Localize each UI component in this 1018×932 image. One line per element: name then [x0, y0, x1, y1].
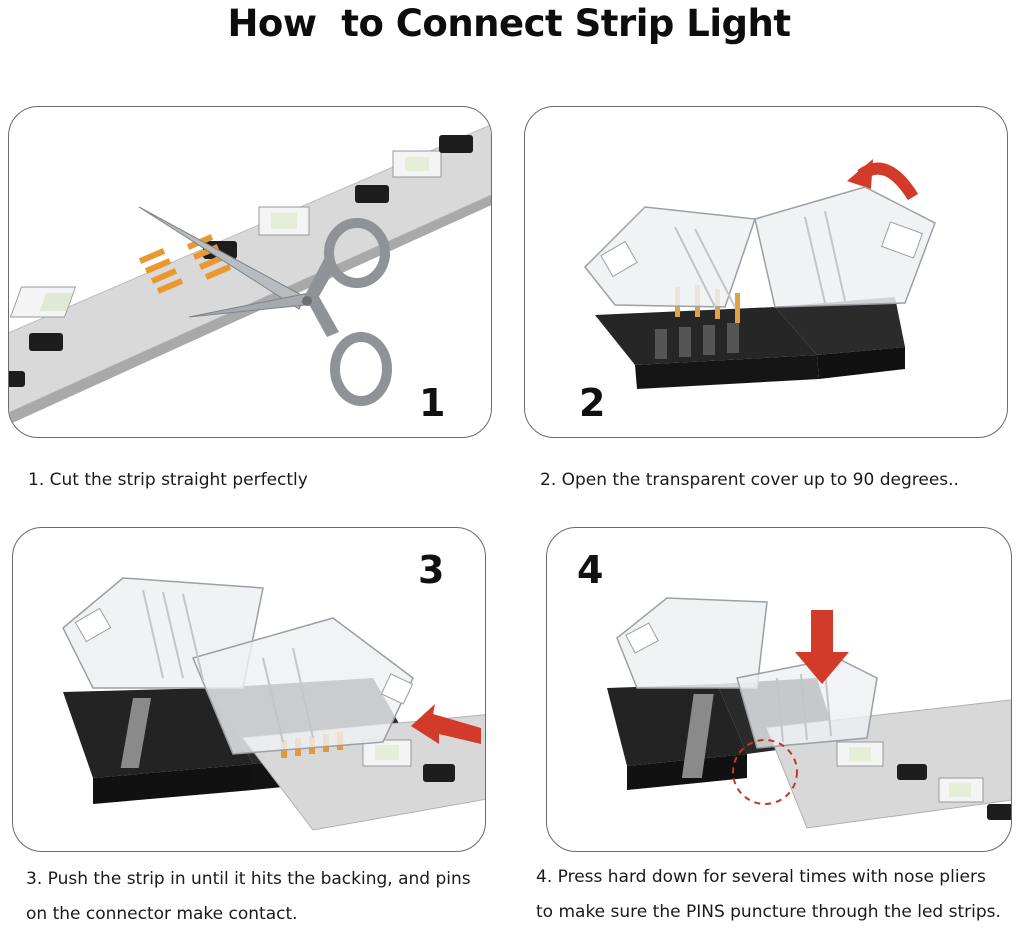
step-3-illustration — [62, 577, 485, 831]
led-chip-icon — [9, 286, 77, 318]
caption-line: 4. Press hard down for several times wit… — [536, 867, 986, 887]
resistor-icon — [29, 333, 63, 351]
page-title: How to Connect Strip Light — [227, 2, 791, 45]
step-3-panel: 3 — [12, 527, 486, 852]
led-chip-icon — [392, 150, 442, 178]
step-3-number: 3 — [418, 548, 445, 592]
highlight-circle-icon — [732, 739, 798, 805]
resistor-icon — [987, 804, 1011, 820]
step-4-number: 4 — [577, 548, 604, 592]
resistor-icon — [203, 241, 237, 259]
resistor-icon — [897, 764, 927, 780]
led-chip-icon — [836, 741, 884, 767]
caption-line: 1. Cut the strip straight perfectly — [28, 470, 308, 490]
caption-line: 3. Push the strip in until it hits the b… — [26, 869, 471, 889]
curved-arrow-icon — [847, 159, 919, 201]
caption-line: 2. Open the transparent cover up to 90 d… — [540, 470, 959, 490]
transparent-cover-icon — [583, 186, 936, 308]
step-4-panel: 4 — [546, 527, 1012, 852]
resistor-icon — [439, 135, 473, 153]
led-chip-icon — [258, 206, 310, 236]
step-1-panel: 1 — [8, 106, 492, 438]
step-2-illustration — [583, 159, 936, 389]
caption-line: on the connector make contact. — [26, 904, 298, 924]
transparent-cover-icon — [62, 577, 414, 755]
led-chip-icon — [362, 739, 412, 767]
step-2-number: 2 — [579, 381, 606, 425]
step-2-caption: 2. Open the transparent cover up to 90 d… — [540, 463, 959, 498]
down-arrow-icon — [795, 610, 849, 684]
step-3-caption: 3. Push the strip in until it hits the b… — [26, 862, 471, 932]
resistor-icon — [423, 764, 455, 782]
caption-line: to make sure the PINS puncture through t… — [536, 902, 1001, 922]
step-1-illustration — [9, 124, 491, 425]
led-chip-icon — [938, 777, 984, 803]
resistor-icon — [9, 371, 25, 387]
step-1-number: 1 — [419, 381, 446, 425]
scissors-icon — [138, 206, 392, 406]
step-4-illustration — [607, 597, 1011, 829]
solder-pads-icon — [138, 234, 232, 294]
push-arrow-icon — [411, 704, 481, 744]
connector-body-icon — [595, 297, 905, 389]
transparent-cover-icon — [616, 597, 878, 749]
step-2-panel: 2 — [524, 106, 1008, 438]
step-4-caption: 4. Press hard down for several times wit… — [536, 860, 1001, 930]
resistor-icon — [355, 185, 389, 203]
step-1-caption: 1. Cut the strip straight perfectly — [28, 463, 308, 498]
